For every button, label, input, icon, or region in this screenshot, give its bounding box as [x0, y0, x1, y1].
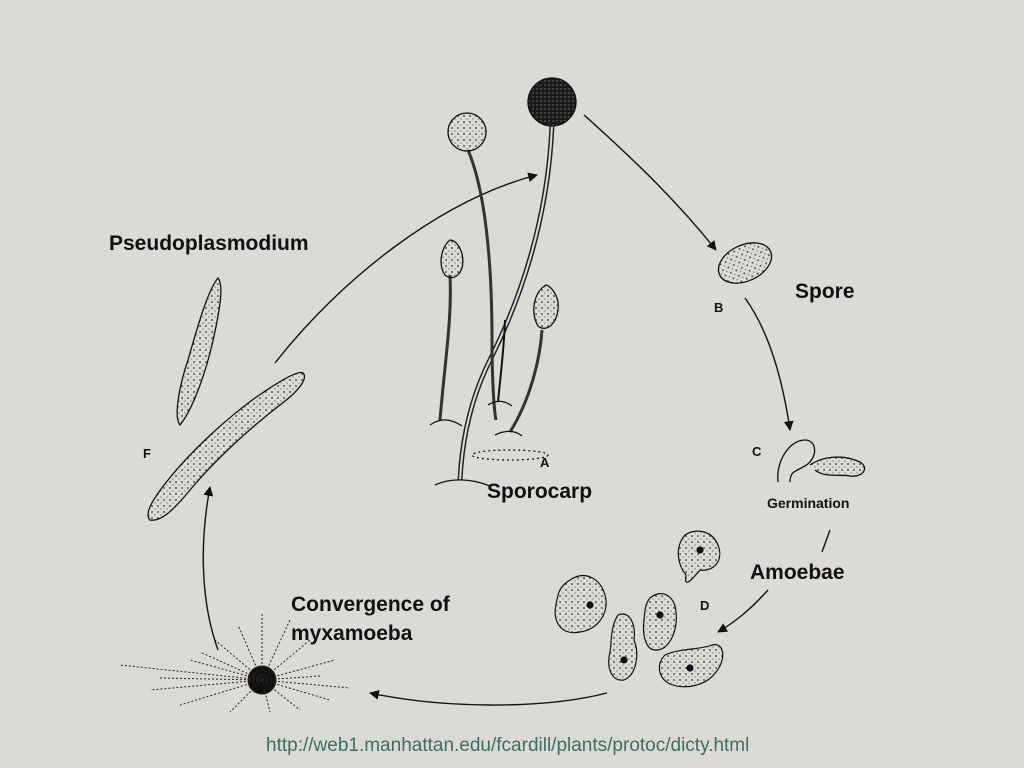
amoebae-illustration	[554, 530, 724, 688]
arrow-sporocarp-to-spore	[583, 114, 717, 251]
germination-label: Germination	[767, 495, 850, 511]
arrow-pseudoplasmodium-to-sporocarp	[274, 172, 538, 364]
stage-c-letter: C	[752, 444, 762, 459]
amoebae-label: Amoebae	[750, 561, 845, 584]
pseudoplasmodium-illustration	[147, 276, 305, 521]
arrow-spore-to-germination	[744, 297, 794, 431]
spore-label: Spore	[795, 280, 855, 303]
arrow-germination-to-amoebae	[821, 529, 831, 553]
arrow-amoebae-bottom	[369, 690, 608, 706]
sporocarp-illustration	[429, 77, 577, 487]
stage-a-letter: A	[540, 455, 550, 470]
germination-illustration	[777, 439, 866, 483]
stage-b-letter: B	[714, 300, 724, 315]
arrow-convergence-to-pseudoplasmodium	[202, 486, 219, 651]
stage-d-letter: D	[700, 598, 710, 613]
arrow-amoebae-to-convergence	[717, 589, 769, 633]
convergence-label-line1: Convergence of	[291, 593, 450, 616]
stage-f-letter: F	[143, 446, 151, 461]
convergence-illustration	[119, 612, 351, 713]
sporocarp-label: Sporocarp	[487, 480, 593, 503]
convergence-label-line2: myxamoeba	[291, 622, 413, 645]
spore-illustration	[717, 242, 773, 284]
pseudoplasmodium-label: Pseudoplasmodium	[109, 232, 309, 255]
source-url-link[interactable]: http://web1.manhattan.edu/fcardill/plant…	[266, 735, 750, 756]
cycle-arrows	[202, 114, 831, 706]
